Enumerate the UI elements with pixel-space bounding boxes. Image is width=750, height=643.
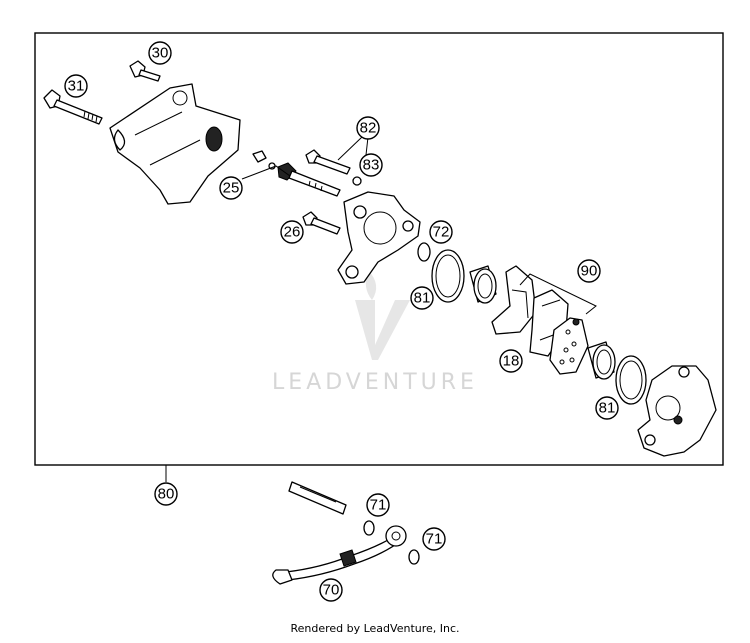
callout-30[interactable]: 30 [148, 41, 172, 65]
assembly-frame [34, 32, 724, 466]
callout-70[interactable]: 70 [319, 578, 343, 602]
inner-caliper-half [337, 191, 421, 285]
pad-spring-18 [549, 317, 589, 375]
washer-71-upper [363, 520, 375, 536]
callout-81-upper[interactable]: 81 [410, 286, 434, 310]
outer-caliper-half [637, 365, 717, 457]
callout-83[interactable]: 83 [359, 153, 383, 177]
bolt-30 [129, 60, 161, 82]
callout-25[interactable]: 25 [219, 176, 243, 200]
svg-text:72: 72 [433, 224, 450, 241]
caliper-bracket [109, 83, 241, 205]
callout-80[interactable]: 80 [154, 482, 178, 506]
svg-text:25: 25 [223, 180, 240, 197]
svg-text:90: 90 [581, 263, 598, 280]
footer-credit: Rendered by LeadVenture, Inc. [290, 622, 460, 635]
watermark-text: LEADVENTURE [272, 370, 478, 395]
callout-71-lower[interactable]: 71 [422, 527, 446, 551]
callout-31[interactable]: 31 [64, 74, 88, 98]
oring-72 [417, 242, 431, 262]
pin-25-parts [241, 150, 341, 197]
callout-72[interactable]: 72 [429, 220, 453, 244]
brake-hose [272, 481, 407, 585]
svg-text:30: 30 [152, 45, 169, 62]
callout-90[interactable]: 90 [577, 259, 601, 283]
svg-text:80: 80 [158, 486, 175, 503]
svg-text:81: 81 [599, 400, 616, 417]
piston-lower [587, 341, 616, 380]
pins-82 [305, 136, 369, 186]
seal-81-lower [615, 355, 647, 405]
callout-81-lower[interactable]: 81 [595, 396, 619, 420]
svg-text:81: 81 [414, 290, 431, 307]
svg-text:82: 82 [360, 120, 377, 137]
bolt-26 [302, 211, 341, 235]
svg-text:70: 70 [323, 582, 340, 599]
callout-26[interactable]: 26 [280, 220, 304, 244]
bolt-31 [43, 89, 103, 125]
piston-upper [469, 265, 497, 304]
callout-18[interactable]: 18 [499, 349, 523, 373]
callout-71-upper[interactable]: 71 [366, 493, 390, 517]
seal-81-upper [431, 249, 465, 303]
svg-text:71: 71 [370, 497, 387, 514]
svg-text:18: 18 [503, 353, 520, 370]
svg-text:26: 26 [284, 224, 301, 241]
svg-text:83: 83 [363, 157, 380, 174]
washer-71-lower [408, 549, 420, 565]
svg-text:71: 71 [426, 531, 443, 548]
svg-text:31: 31 [68, 78, 85, 95]
callout-82[interactable]: 82 [356, 116, 380, 140]
watermark-logo [355, 270, 410, 360]
